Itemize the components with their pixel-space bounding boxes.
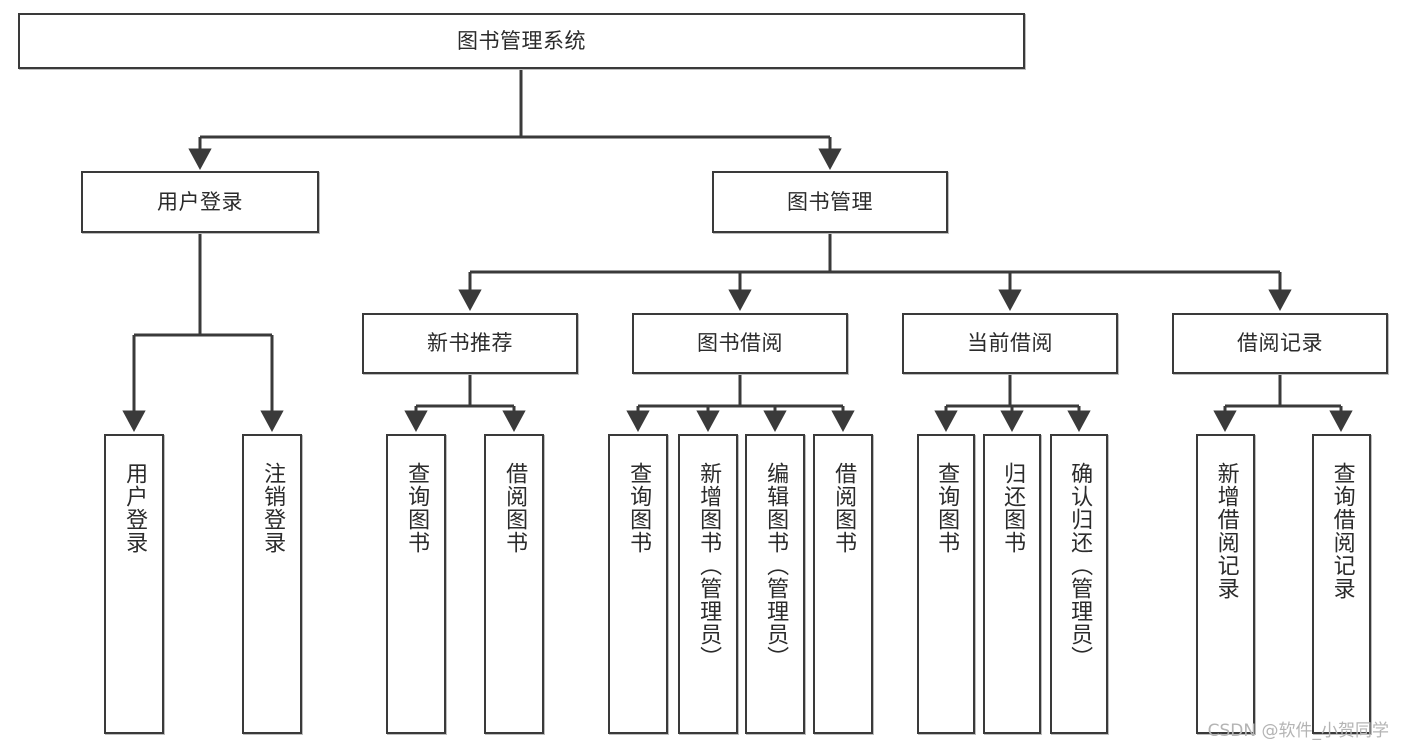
- node-leaf-query-book-2[interactable]: 查询图书: [608, 434, 668, 734]
- edge-bookmanagement-to-level3: [458, 233, 1292, 311]
- node-leaf-query-book-3-label: 查询图书: [934, 462, 960, 554]
- node-leaf-confirm-return-label: 确认归还（管理员）: [1067, 462, 1093, 669]
- edge-currentborrow-to-leaves: [934, 374, 1091, 432]
- node-root[interactable]: 图书管理系统: [18, 13, 1025, 69]
- node-book-management[interactable]: 图书管理: [712, 171, 948, 233]
- node-leaf-query-record-label: 查询借阅记录: [1329, 462, 1355, 600]
- node-book-borrow-label: 图书借阅: [697, 331, 783, 355]
- node-leaf-logout[interactable]: 注销登录: [242, 434, 302, 734]
- edge-userlogin-to-leaves: [122, 233, 284, 432]
- node-leaf-user-login[interactable]: 用户登录: [104, 434, 164, 734]
- node-leaf-add-record-label: 新增借阅记录: [1213, 462, 1239, 600]
- node-current-borrow-label: 当前借阅: [967, 331, 1053, 355]
- edge-bookborrow-to-leaves: [626, 374, 855, 432]
- node-leaf-add-book-label: 新增图书（管理员）: [696, 462, 722, 669]
- node-leaf-user-login-label: 用户登录: [122, 462, 148, 554]
- node-leaf-borrow-book-2[interactable]: 借阅图书: [813, 434, 873, 734]
- node-leaf-borrow-book-1[interactable]: 借阅图书: [484, 434, 544, 734]
- node-leaf-query-book-1[interactable]: 查询图书: [386, 434, 446, 734]
- edge-borrowrecord-to-leaves: [1213, 374, 1353, 432]
- node-borrow-record-label: 借阅记录: [1237, 331, 1323, 355]
- node-leaf-query-book-3[interactable]: 查询图书: [917, 434, 975, 734]
- node-user-login[interactable]: 用户登录: [81, 171, 319, 233]
- node-leaf-borrow-book-2-label: 借阅图书: [831, 462, 857, 554]
- node-leaf-edit-book-label: 编辑图书（管理员）: [763, 462, 789, 669]
- edge-root-to-level2: [188, 69, 842, 170]
- node-leaf-add-book[interactable]: 新增图书（管理员）: [678, 434, 738, 734]
- node-leaf-add-record[interactable]: 新增借阅记录: [1196, 434, 1255, 734]
- node-leaf-borrow-book-1-label: 借阅图书: [502, 462, 528, 554]
- node-book-management-label: 图书管理: [787, 189, 873, 214]
- node-current-borrow[interactable]: 当前借阅: [902, 313, 1118, 374]
- node-leaf-query-book-2-label: 查询图书: [626, 462, 652, 554]
- node-leaf-logout-label: 注销登录: [260, 462, 286, 554]
- edge-newbookrecommend-to-leaves: [404, 374, 526, 432]
- node-book-borrow[interactable]: 图书借阅: [632, 313, 848, 374]
- node-root-label: 图书管理系统: [457, 28, 586, 53]
- node-leaf-return-book[interactable]: 归还图书: [983, 434, 1041, 734]
- node-borrow-record[interactable]: 借阅记录: [1172, 313, 1388, 374]
- node-new-book-recommend[interactable]: 新书推荐: [362, 313, 578, 374]
- node-user-login-label: 用户登录: [157, 189, 243, 214]
- node-leaf-query-record[interactable]: 查询借阅记录: [1312, 434, 1371, 734]
- node-leaf-confirm-return[interactable]: 确认归还（管理员）: [1050, 434, 1108, 734]
- watermark-text: CSDN @软件_小贺同学: [1207, 721, 1389, 741]
- node-new-book-recommend-label: 新书推荐: [427, 331, 513, 355]
- node-leaf-return-book-label: 归还图书: [1000, 462, 1026, 554]
- node-leaf-edit-book[interactable]: 编辑图书（管理员）: [745, 434, 805, 734]
- node-leaf-query-book-1-label: 查询图书: [404, 462, 430, 554]
